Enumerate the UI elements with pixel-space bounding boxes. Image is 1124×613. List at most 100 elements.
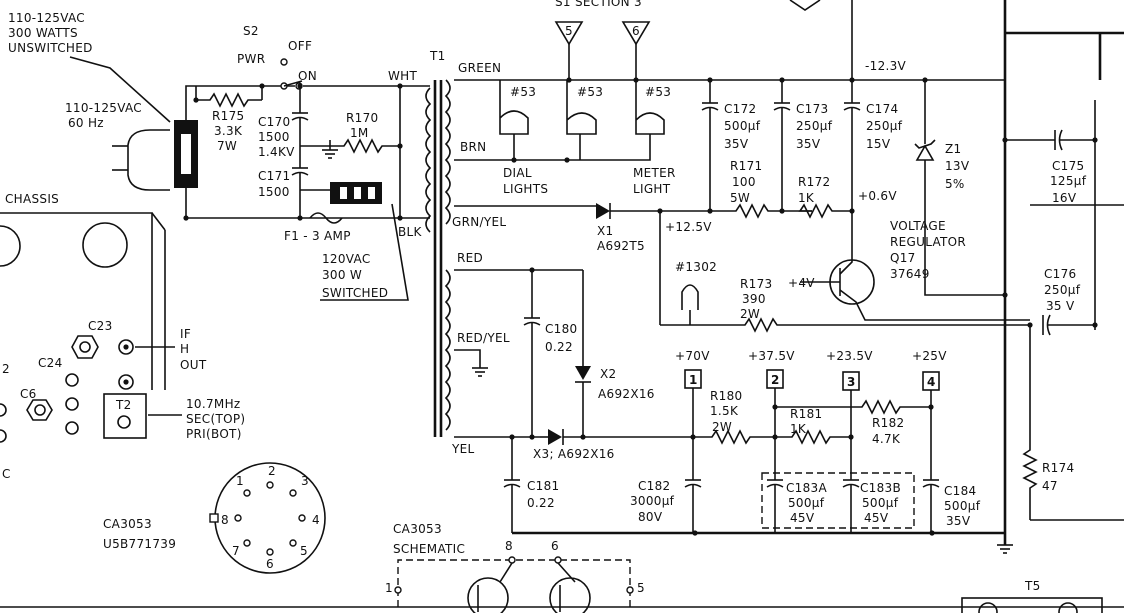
r171-label: R171 [730,159,762,173]
c23-part [71,335,99,359]
c174-voltage: 15V [866,137,891,151]
c180-value: 0.22 [545,340,573,354]
r180-watt: 2W [712,420,732,434]
x1-label: X1 [597,224,613,238]
pilot-lamp-label: #1302 [675,260,717,274]
c182-voltage: 80V [638,510,663,524]
c175-voltage: 16V [1052,191,1077,205]
v-plus-06-label: +0.6V [858,189,897,203]
r171-watt: 5W [730,191,750,205]
r180-value: 1.5K [710,404,739,418]
unswitched-leader [69,56,171,123]
meter-lamp [635,100,665,135]
r173-watt: 2W [740,307,760,321]
c183b-label: C183B [860,481,901,495]
unswitched-label-2: 300 WATTS [8,26,78,40]
fuse-symbol [309,212,343,224]
c174-value: 250µf [866,119,903,133]
c171-value: 1500 [258,185,290,199]
r181-label: R181 [790,407,822,421]
c23-label: C23 [88,319,113,333]
ic-schematic-label-1: CA3053 [393,522,442,536]
t1-label: T1 [429,49,446,63]
fuse-label: F1 - 3 AMP [284,229,351,243]
if-out-jack [118,339,134,355]
t1-grn-yel-label: GRN/YEL [452,215,506,229]
switched-leader [320,203,409,301]
c181-label: C181 [527,479,559,493]
r174-value: 47 [1042,479,1058,493]
switched-label-2: 300 W [322,268,362,282]
v25-label: +25V [912,349,947,363]
ic-sch-pin-5: 5 [637,581,645,595]
regulator-section: -12.3V C172 500µf 35V C173 250µf 35V C17… [596,0,1098,520]
ic-pinout: 1 2 3 4 5 6 7 8 CA3053 U5B771739 CA3053 … [103,462,645,613]
r181-value: 1K [790,422,807,436]
s2-on-label: ON [298,69,317,83]
c172-value: 500µf [724,119,761,133]
power-input-section: 110-125VAC 300 WATTS UNSWITCHED 110-125V… [8,11,430,301]
switch-off-contact [280,58,288,66]
ic-sch-pin-6: 6 [551,539,559,553]
dial-lamp-2 [566,100,597,135]
t1-wht-label: WHT [388,69,417,83]
if-out-label-3: OUT [180,358,207,372]
c171-label: C171 [258,169,290,183]
flag-5 [554,21,584,46]
v375-label: +37.5V [748,349,795,363]
pilot-lamp [681,284,699,310]
c184-voltage: 35V [946,514,971,528]
ic-transistor-2 [549,577,591,613]
c183b-voltage: 45V [864,511,889,525]
ic-pin-4: 4 [312,513,320,527]
meter-light-label-2: LIGHT [633,182,671,196]
r175-watt: 7W [217,139,237,153]
c181-value: 0.22 [527,496,555,510]
flag-5-label: 5 [565,24,573,38]
c175-label: C175 [1052,159,1084,173]
input-frequency-label: 60 Hz [68,116,104,130]
flag-6-label: 6 [632,24,640,38]
ic-pin-3: 3 [301,474,309,488]
chassis-edge-2: 2 [2,362,10,376]
t2-can [103,393,147,439]
c184-value: 500µf [944,499,981,513]
c170-voltage: 1.4KV [258,145,295,159]
v-neg-12-label: -12.3V [865,59,907,73]
ic-pin-6: 6 [266,557,274,571]
ic-sch-pin-1: 1 [385,581,393,595]
r172-value: 1K [798,191,815,205]
t1-primary-winding [425,87,432,233]
x2-diode [575,366,591,380]
s2-label: S2 [243,24,259,38]
c6-part [26,399,53,421]
z1-label: Z1 [945,142,961,156]
x3-label: X3; A692X16 [533,447,615,461]
supply-section: C180 0.22 X2 A692X16 X3; A692X16 C181 0.… [503,267,1103,613]
terminal-1-label: 1 [689,373,698,387]
c172-label: C172 [724,102,756,116]
c183a-value: 500µf [788,496,825,510]
c184-label: C184 [944,484,976,498]
unswitched-label-1: 110-125VAC [8,11,85,25]
v-4-label: +4V [788,276,815,290]
r182-value: 4.7K [872,432,901,446]
t5-label: T5 [1024,579,1041,593]
c173-label: C173 [796,102,828,116]
r170-value: 1M [350,126,369,140]
ic-pin-5: 5 [300,544,308,558]
t2-note-2: SEC(TOP) [186,412,245,426]
r173-label: R173 [740,277,772,291]
lamp-3-label: #53 [645,85,671,99]
chassis-section: CHASSIS 2 C C23 C24 C6 IF H OUT T2 10.7M… [0,192,245,481]
dial-lights-label-2: LIGHTS [503,182,548,196]
t2-note-3: PRI(BOT) [186,427,242,441]
c183-dashed-box [761,472,915,529]
c182-value: 3000µf [630,494,675,508]
vr-label-1: VOLTAGE [890,219,946,233]
ic-key-tab [209,513,219,523]
ic-pin-1: 1 [236,474,244,488]
ic-pin-7: 7 [232,544,240,558]
